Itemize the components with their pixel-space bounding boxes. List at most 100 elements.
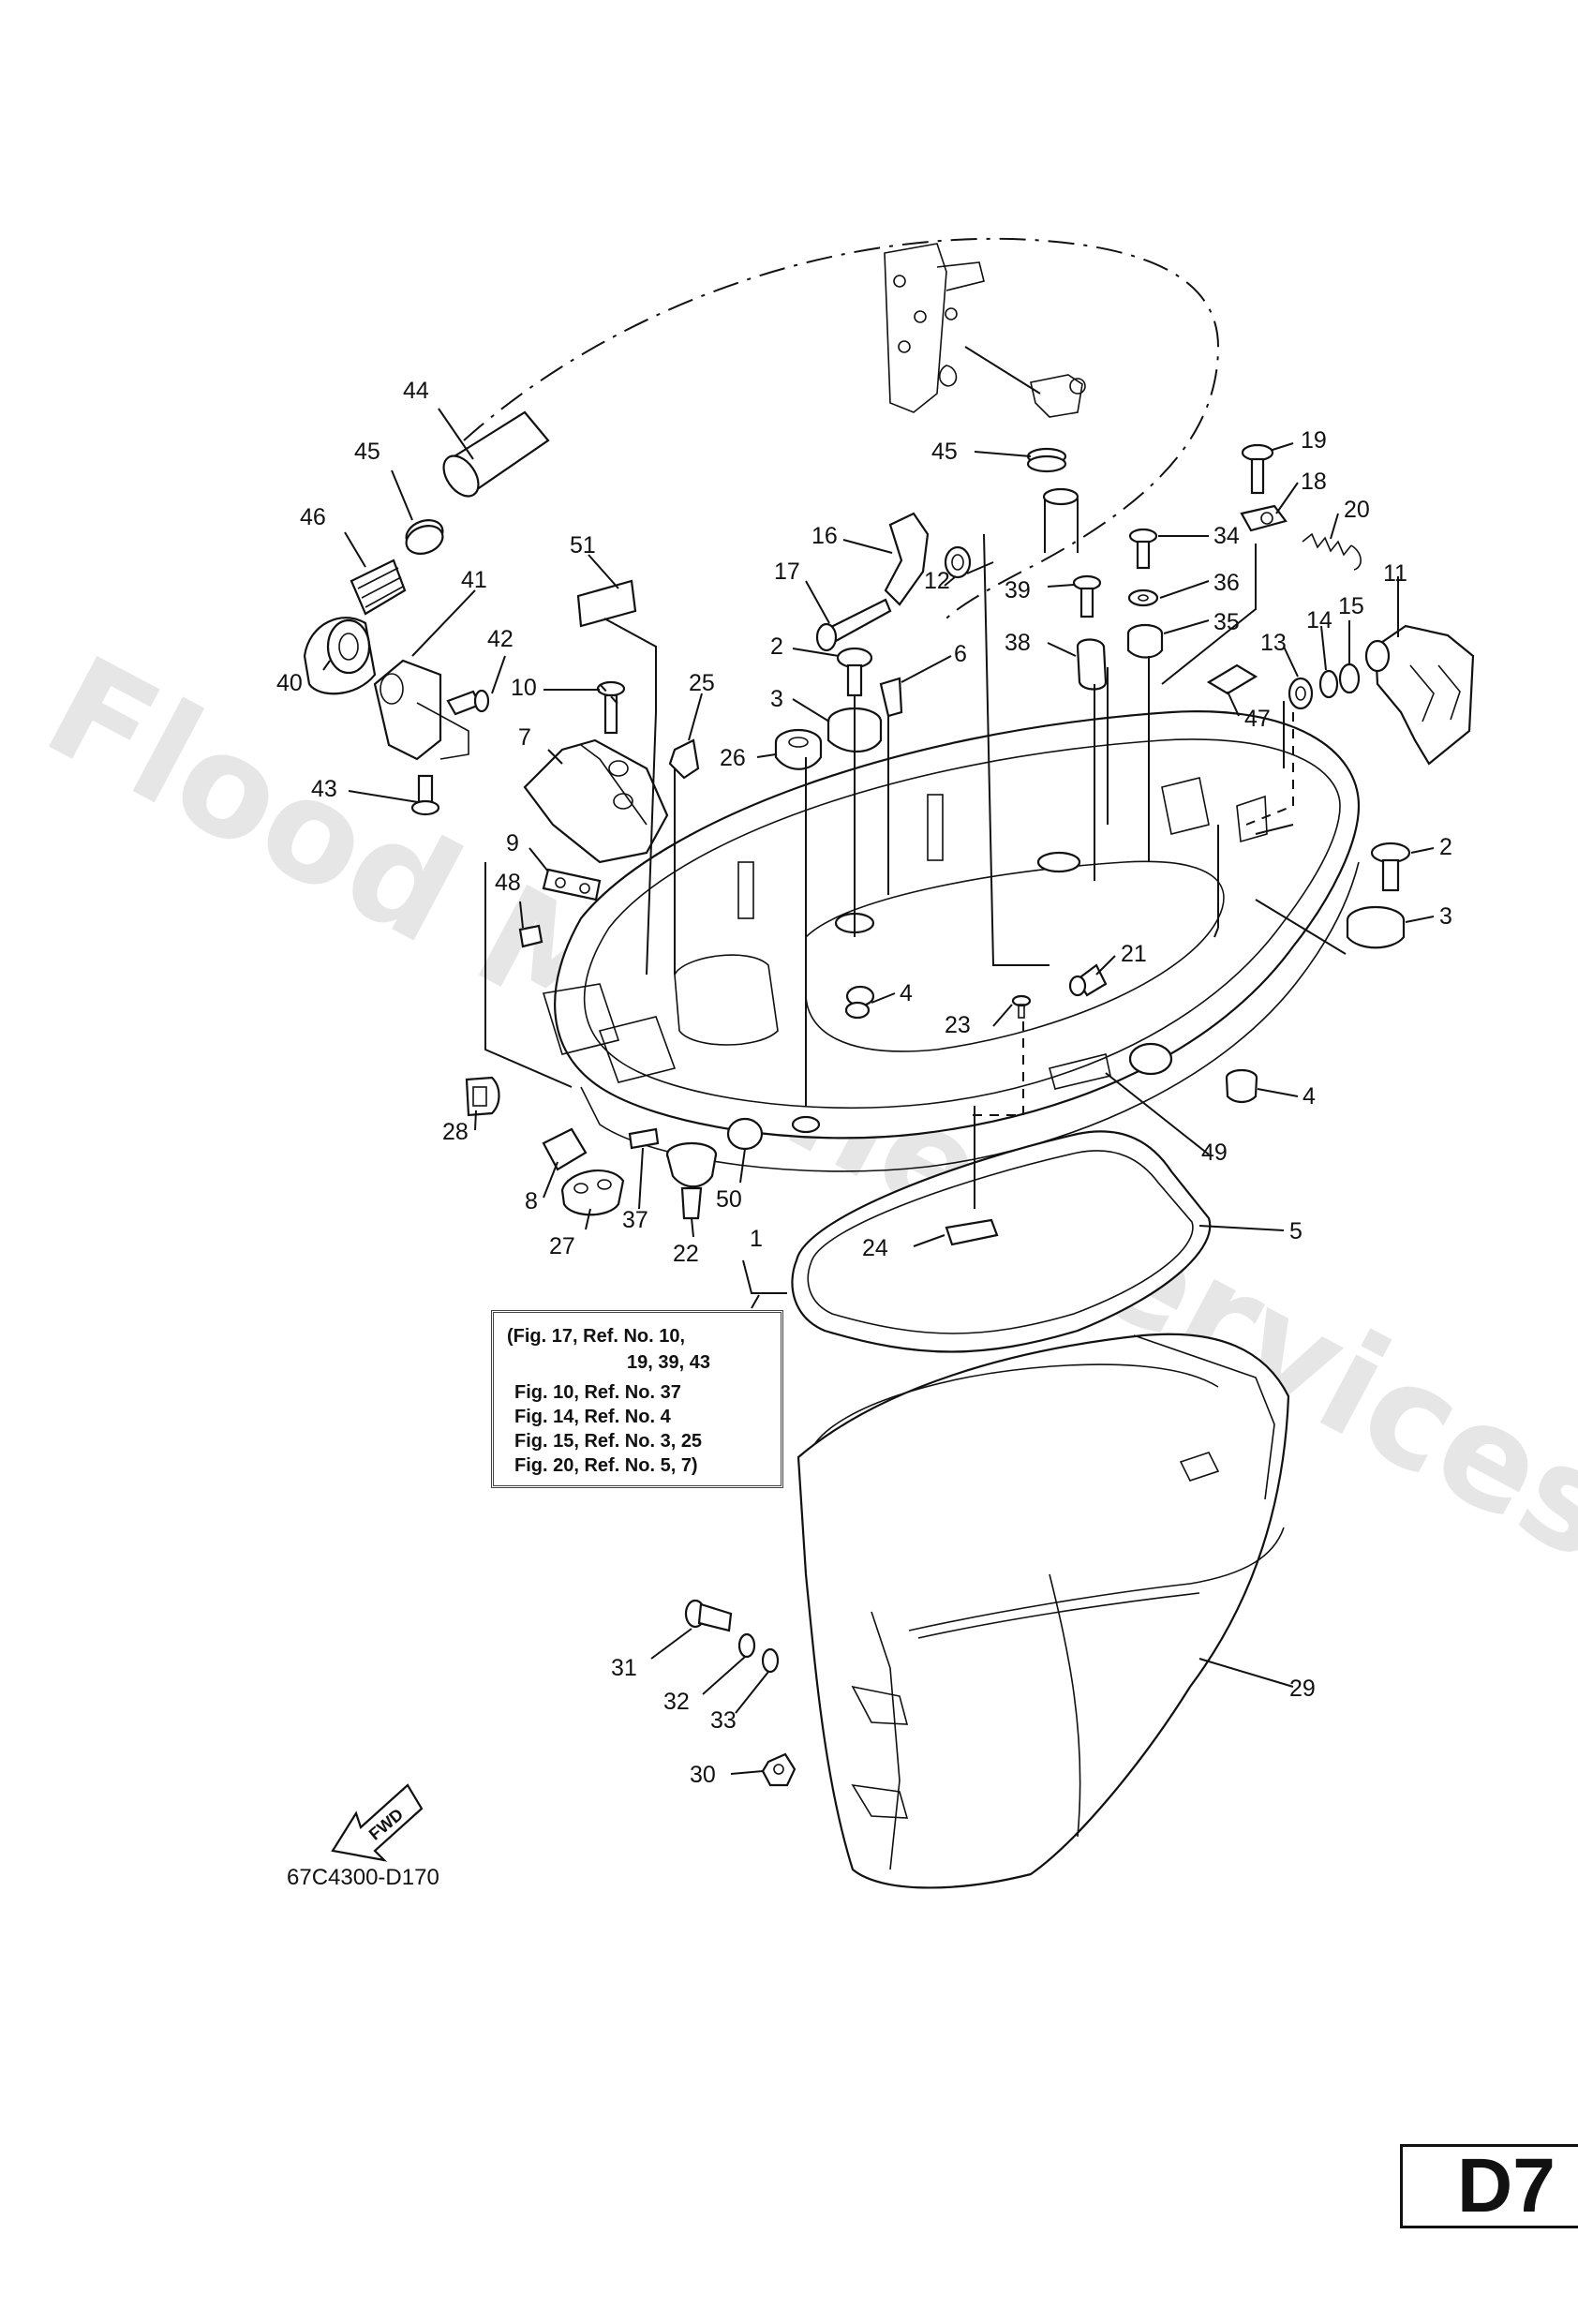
callout: 5 [1289,1218,1303,1244]
pad-24 [945,1218,999,1246]
callout: 49 [1201,1140,1228,1166]
bolt-17 [815,598,892,652]
callout: 9 [506,830,519,857]
grommet-27 [560,1169,625,1216]
callout: 18 [1301,469,1327,495]
callout: 38 [1005,630,1031,656]
callout: 24 [862,1235,888,1261]
callout: 7 [518,724,531,751]
callout: 48 [495,870,521,896]
callout: 22 [673,1241,699,1267]
callout: 20 [1344,497,1370,523]
callout: 42 [487,626,514,652]
screw-23 [1011,994,1032,1019]
callout: 27 [549,1233,575,1259]
callout: 37 [622,1207,648,1233]
callout: 34 [1213,523,1240,549]
grommet-12 [944,545,972,579]
grommet-40 [303,617,377,695]
bolt-31 [684,1599,733,1632]
decal-51 [576,579,637,628]
callout: 15 [1338,593,1364,619]
clip-8 [542,1127,588,1171]
callout: 32 [663,1689,690,1715]
callout: 45 [354,439,380,465]
reference-line: Fig. 20, Ref. No. 5, 7) [514,1455,698,1476]
bolt-2-right [1370,842,1411,892]
callout: 3 [770,686,783,712]
cover-7 [523,738,669,864]
callout: 50 [716,1186,742,1213]
callout: 36 [1213,570,1240,596]
callout: 11 [1383,560,1407,587]
callout: 19 [1301,427,1327,454]
grommet-35 [1126,623,1164,659]
bracket-16 [884,512,930,606]
block-38 [1076,638,1108,691]
reference-line: Fig. 10, Ref. No. 37 [514,1382,681,1403]
callout: 30 [690,1762,716,1788]
spring-20 [1302,532,1362,571]
callout: 29 [1289,1676,1316,1702]
collar-4-inner [844,1001,871,1020]
callout: 14 [1306,607,1332,633]
collar-4-outer [1225,1068,1258,1104]
callout: 51 [570,532,596,559]
callout: 35 [1213,609,1240,635]
callout: 28 [442,1119,469,1145]
callout: 44 [403,378,429,404]
decal-47 [1206,663,1258,695]
grommet-13 [1288,677,1314,710]
screw-6 [879,677,903,718]
callout: 4 [1303,1083,1316,1110]
fitting-46 [350,559,407,616]
bolt-19 [1241,443,1274,495]
reference-line: (Fig. 17, Ref. No. 10, [507,1326,686,1347]
nut-30 [761,1752,796,1787]
clamp-45-right [1026,447,1067,473]
callout: 26 [720,745,746,771]
reference-line: Fig. 14, Ref. No. 4 [514,1407,671,1427]
callout: 46 [300,504,326,530]
grommet-22 [665,1141,718,1220]
page-code: D7 [1400,2144,1578,2228]
callout: 45 [931,439,958,465]
grommet-28 [465,1076,500,1117]
dashed-hidden-lines [599,683,1294,1116]
callout: 39 [1005,577,1031,603]
washer-32 [737,1632,756,1659]
callout: 8 [525,1188,538,1214]
callout: 31 [611,1655,637,1681]
callout: 23 [945,1012,971,1038]
callout: 1 [750,1226,763,1252]
callout: 33 [710,1707,737,1734]
bolt-42 [446,689,490,716]
grommet-3-right [1346,905,1406,949]
washer-14 [1318,669,1339,699]
hose-44 [442,410,1079,553]
lever-11 [1364,624,1475,766]
callout: 13 [1260,630,1287,656]
callout: 10 [511,675,537,701]
plate-18 [1240,504,1288,532]
callout: 6 [954,641,967,667]
bottom-cowling-1 [542,710,1361,1172]
callout: 3 [1439,903,1452,930]
figure-code: 67C4300-D170 [287,1865,439,1890]
callout: 40 [276,670,303,696]
reference-line: Fig. 15, Ref. No. 3, 25 [514,1431,703,1452]
clamp-45-left [405,519,444,555]
clip-25 [668,738,700,780]
callout: 12 [924,568,950,594]
leader-lines [322,408,1435,1775]
callout: 2 [770,633,783,660]
grommet-26 [774,728,823,770]
reference-box: (Fig. 17, Ref. No. 10, 19, 39, 43 Fig. 1… [491,1310,783,1488]
top-mount-bracket [884,243,1086,418]
callout: 16 [811,523,838,549]
label-37 [628,1127,660,1150]
decal-48 [518,924,543,948]
bolt-10 [596,680,626,735]
callout: 2 [1439,834,1452,860]
